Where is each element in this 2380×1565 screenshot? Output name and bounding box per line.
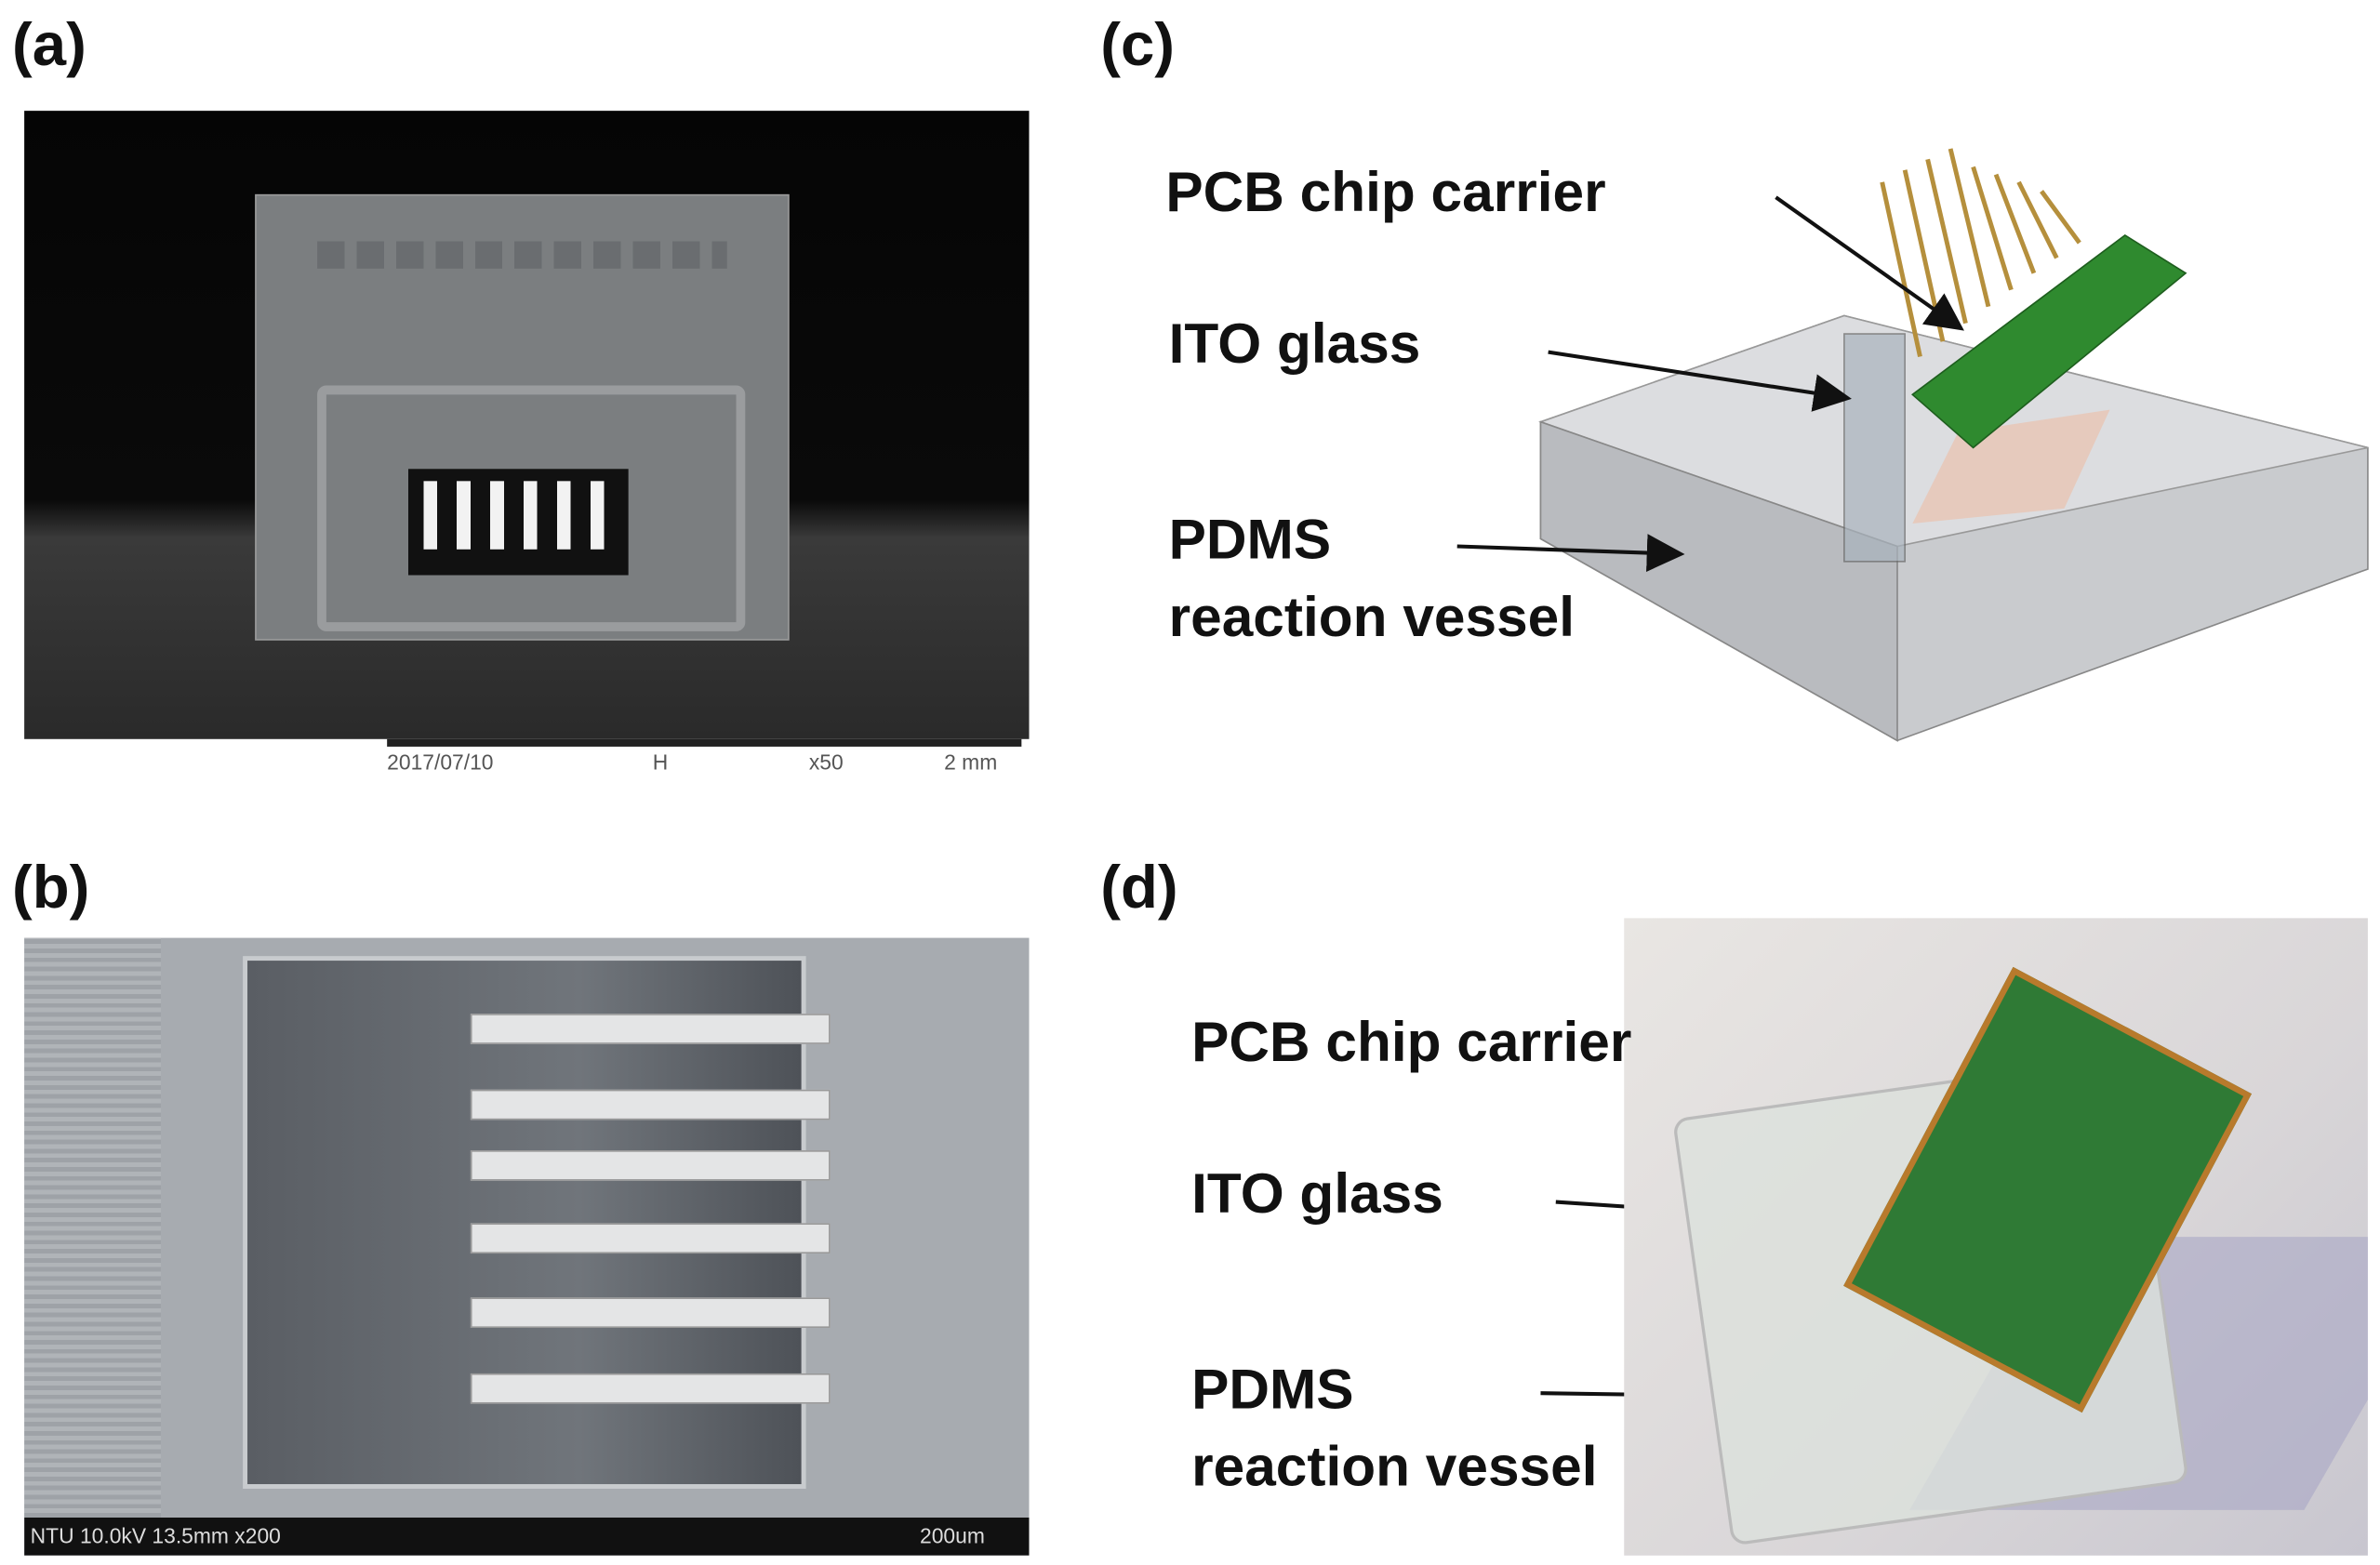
cantilever-beam <box>470 1223 831 1254</box>
sem-scale: 200um <box>919 1523 985 1548</box>
scale-date: 2017/07/10 <box>387 749 494 775</box>
panel-c-schematic <box>1538 148 2369 742</box>
panel-d-label: (d) <box>1100 854 1178 922</box>
label-ito-glass: ITO glass <box>1168 312 1421 376</box>
label-ito-glass: ITO glass <box>1191 1162 1443 1226</box>
scale-bar-strip <box>24 1518 1030 1556</box>
panel-a-micrograph <box>24 111 1030 739</box>
scale-length: 2 mm <box>944 749 998 775</box>
label-pcb-chip-carrier: PCB chip carrier <box>1191 1010 1632 1073</box>
panel-b-label: (b) <box>12 854 90 922</box>
label-pcb-chip-carrier: PCB chip carrier <box>1165 160 1606 223</box>
cantilever-beam <box>470 1373 831 1404</box>
label-reaction-vessel: reaction vessel <box>1168 585 1576 648</box>
electrode-window <box>408 469 629 576</box>
cantilever-beam <box>470 1014 831 1044</box>
panel-a-label: (a) <box>12 12 86 79</box>
sem-info: NTU 10.0kV 13.5mm x200 <box>30 1523 281 1548</box>
panel-d-photo <box>1624 918 2368 1556</box>
label-reaction-vessel: reaction vessel <box>1191 1435 1598 1498</box>
cantilever-beam <box>470 1089 831 1121</box>
cantilever-beam <box>470 1297 831 1328</box>
cantilever-beam <box>470 1150 831 1181</box>
label-pdms: PDMS <box>1168 508 1332 571</box>
label-pdms: PDMS <box>1191 1358 1354 1421</box>
panel-b-sem-image: NTU 10.0kV 13.5mm x200 200um <box>24 937 1030 1556</box>
scale-mode: H <box>652 749 669 775</box>
scale-magnification: x50 <box>808 749 844 775</box>
panel-c-label: (c) <box>1100 12 1175 79</box>
chip <box>255 193 790 641</box>
